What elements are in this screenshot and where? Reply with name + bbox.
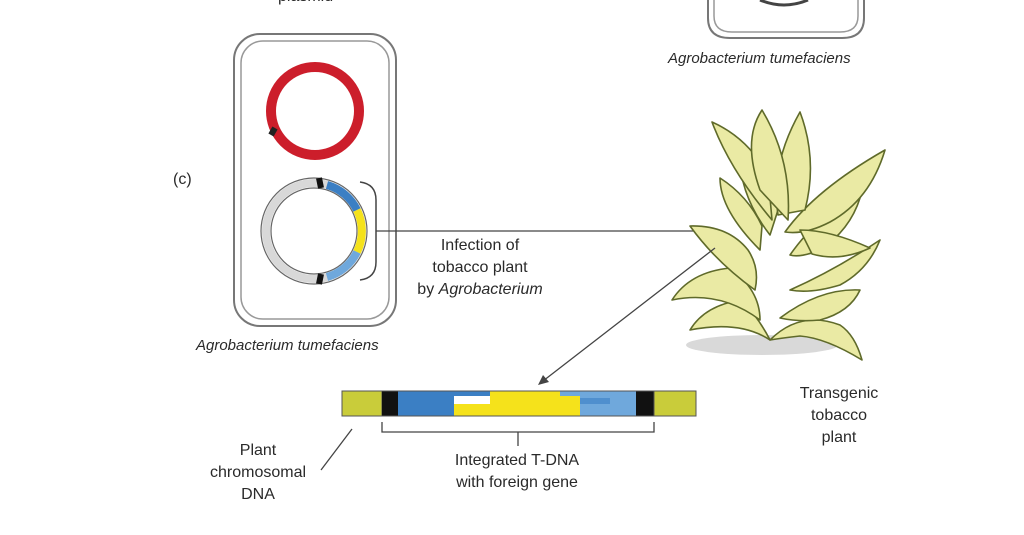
top-right-plasmid-fragment — [759, 0, 809, 7]
transgenic-line-2: tobacco — [810, 407, 868, 424]
ti-plasmid-inner-ring — [270, 187, 358, 275]
plant-dna-line-3: DNA — [241, 486, 275, 503]
panel-label: (c) — [173, 171, 192, 188]
organism-label-left: Agrobacterium tumefaciens — [196, 337, 379, 354]
plant-dna-pointer — [320, 428, 353, 471]
plant-dna-line-1: Plant — [239, 442, 277, 459]
top-right-cell-outline — [707, 0, 865, 39]
top-right-cell-inner — [713, 0, 859, 33]
tdna-blue-top — [325, 181, 361, 212]
tdna-line-2: with foreign gene — [456, 474, 578, 491]
tobacco-plant — [671, 109, 886, 361]
organism-label-top-right: Agrobacterium tumefaciens — [668, 50, 851, 67]
chromosomal-dna-strip — [341, 390, 697, 417]
integration-arrowhead — [538, 375, 549, 385]
transgenic-plant-label: Transgenic tobacco plant — [786, 383, 892, 449]
bacterial-chromosome — [266, 62, 364, 160]
plant-dna-line-2: chromosomal — [209, 464, 307, 481]
transgenic-line-3: plant — [821, 429, 857, 446]
tdna-foreign-gene — [353, 208, 366, 254]
tdna-label: Integrated T-DNA with foreign gene — [422, 450, 612, 494]
tdna-border-right — [316, 273, 324, 285]
transgenic-line-1: Transgenic — [799, 385, 879, 402]
agrobacterium-cell-inner — [240, 40, 390, 320]
infection-line-2: tobacco plant — [432, 259, 528, 276]
agrobacterium-cell-outer — [233, 33, 397, 327]
infection-label: Infection of tobacco plant by Agrobacter… — [400, 235, 560, 301]
integration-arrow — [542, 247, 716, 382]
ti-plasmid-outer-ring — [260, 177, 368, 285]
infection-line-3-organism: Agrobacterium — [438, 281, 543, 298]
infection-line-3: by Agrobacterium — [400, 279, 560, 301]
plant-dna-label: Plant chromosomal DNA — [192, 440, 324, 506]
tdna-border-left — [316, 177, 324, 189]
tdna-integration-bracket — [381, 422, 655, 446]
top-partial-label: plasmid — [278, 0, 333, 8]
chromosome-marker — [268, 126, 278, 137]
tdna-line-1: Integrated T-DNA — [454, 452, 580, 469]
infection-line-3-prefix: by — [417, 281, 439, 298]
tdna-blue-bottom — [325, 250, 361, 281]
infection-line-1: Infection of — [440, 237, 520, 254]
